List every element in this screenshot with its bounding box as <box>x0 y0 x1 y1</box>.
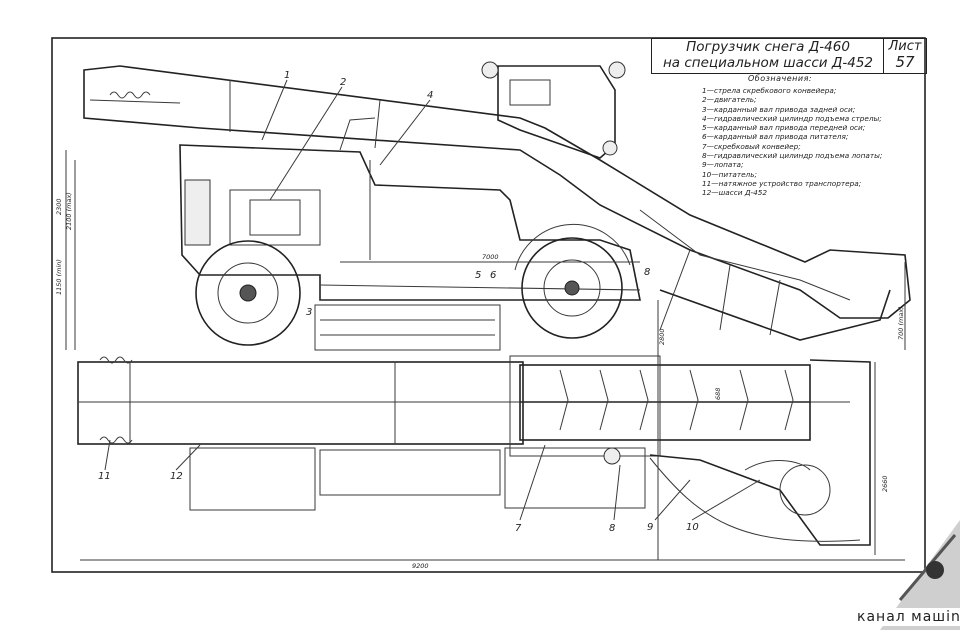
legend-list: 1—стрела скребкового конвейера; 2—двигат… <box>702 86 882 198</box>
title-block: Погрузчик снега Д-460 на специальном шас… <box>651 38 884 74</box>
callout-11: 11 <box>98 471 111 482</box>
cab <box>481 61 626 159</box>
rear-wheel <box>195 240 301 346</box>
conveyor-boom <box>83 65 911 341</box>
callout-7: 7 <box>515 523 522 534</box>
legend-item: 5—карданный вал привода передней оси; <box>702 123 866 133</box>
dim-7000: 7000 <box>482 253 499 261</box>
plan-view <box>77 355 871 546</box>
legend-item: 2—двигатель; <box>702 95 757 105</box>
legend-item: 4—гидравлический цилиндр подъема стрелы; <box>702 113 882 123</box>
title-line-2: на специальном шасси Д-452 <box>662 55 874 71</box>
legend-heading: Обозначения: <box>748 74 813 83</box>
callout-9: 9 <box>647 522 653 533</box>
callout-8-top: 8 <box>644 267 650 278</box>
callout-leader-lines <box>104 79 761 521</box>
callout-3: 3 <box>306 307 312 318</box>
legend-item: 11—натяжное устройство транспортера; <box>702 178 862 188</box>
dim-2300: 2300 <box>55 198 63 215</box>
callout-8: 8 <box>609 523 615 534</box>
dim-9200: 9200 <box>412 562 429 570</box>
legend-item: 1—стрела скребкового конвейера; <box>702 86 837 95</box>
front-wheel <box>514 223 631 339</box>
dim-688: 688 <box>714 388 722 400</box>
callout-6: 6 <box>490 270 496 281</box>
legend-item: 9—лопата; <box>702 160 744 170</box>
legend-item: 12—шасси Д-452 <box>702 188 768 198</box>
dim-700: 700 (max) <box>897 306 905 340</box>
title-line-1: Погрузчик снега Д-460 <box>686 39 850 55</box>
callout-12: 12 <box>170 471 183 482</box>
sheet-number: 57 <box>895 53 915 71</box>
dim-2660: 2660 <box>881 475 889 492</box>
callout-2: 2 <box>340 77 346 88</box>
legend-item: 8—гидравлический цилиндр подъема лопаты; <box>702 151 883 161</box>
dim-2800: 2800 <box>658 328 666 345</box>
legend-item: 10—питатель; <box>702 169 757 179</box>
callout-4: 4 <box>427 90 433 101</box>
callout-10: 10 <box>686 522 699 533</box>
watermark-text: канал машina <box>854 608 960 626</box>
watermark-car-photo <box>880 520 960 630</box>
dimension-lines <box>65 150 906 561</box>
chassis-side <box>179 117 641 351</box>
callout-5: 5 <box>475 270 481 281</box>
legend-item: 3—карданный вал привода задней оси; <box>702 104 856 114</box>
legend-item: 6—карданный вал привода питателя; <box>702 132 849 142</box>
dim-2100: 2100 (max) <box>65 192 73 230</box>
sheet-label: Лист <box>888 39 922 54</box>
legend-item: 7—скребковый конвейер; <box>702 141 801 151</box>
callout-1: 1 <box>284 70 290 81</box>
dim-1150: 1150 (min) <box>55 259 63 295</box>
drawing-frame <box>51 37 926 573</box>
sheet-block: Лист 57 <box>883 38 927 74</box>
